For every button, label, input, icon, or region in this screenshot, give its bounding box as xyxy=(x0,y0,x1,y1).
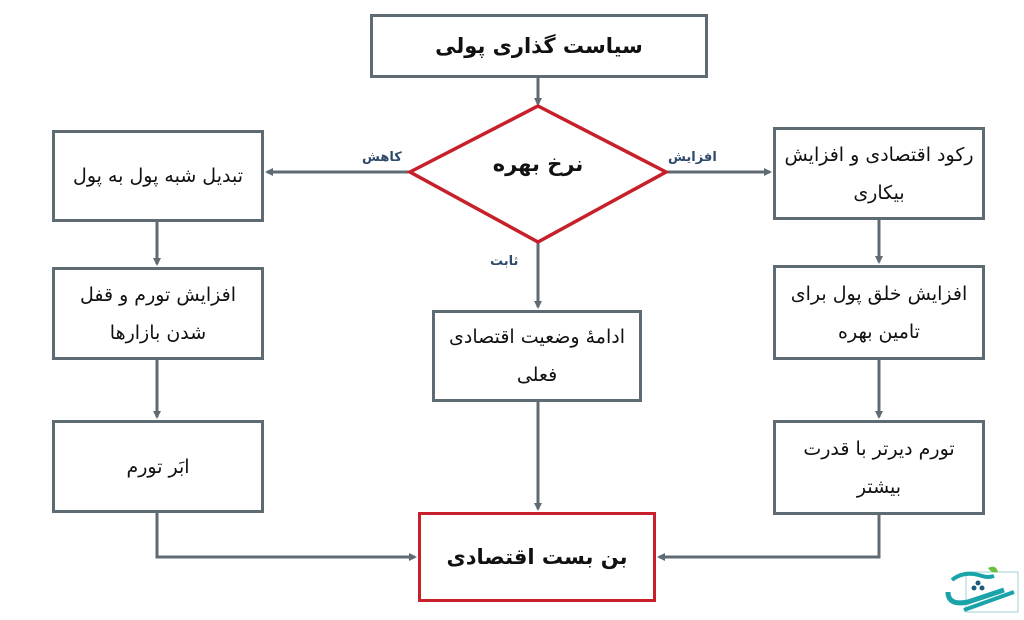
left-box-2: افزایش تورم و قفل شدن بازارها xyxy=(52,267,264,360)
decision-label: نرخ بهره xyxy=(492,152,584,176)
title-box: سیاست گذاری پولی xyxy=(370,14,708,78)
branch-label-decrease: کاهش xyxy=(362,150,402,165)
right-box-3: تورم دیرتر با قدرت بیشتر xyxy=(773,420,985,515)
arrow-left-to-outcome xyxy=(155,513,417,561)
left-box-1: تبدیل شبه پول به پول xyxy=(52,130,264,222)
left-box-3: ابَر تورم xyxy=(52,420,264,513)
right-box-2: افزایش خلق پول برای تامین بهره xyxy=(773,265,985,360)
arrow-right-to-outcome xyxy=(657,515,881,561)
decision-diamond xyxy=(406,104,670,244)
right-box-1: رکود اقتصادی و افزایش بیکاری xyxy=(773,127,985,220)
outcome-box: بن بست اقتصادی xyxy=(418,512,656,602)
branch-label-stable: ثابت xyxy=(490,254,519,269)
center-box: ادامهٔ وضعیت اقتصادی فعلی xyxy=(432,310,642,402)
branch-label-increase: افزایش xyxy=(668,150,717,165)
brand-logo-icon xyxy=(945,566,1019,613)
